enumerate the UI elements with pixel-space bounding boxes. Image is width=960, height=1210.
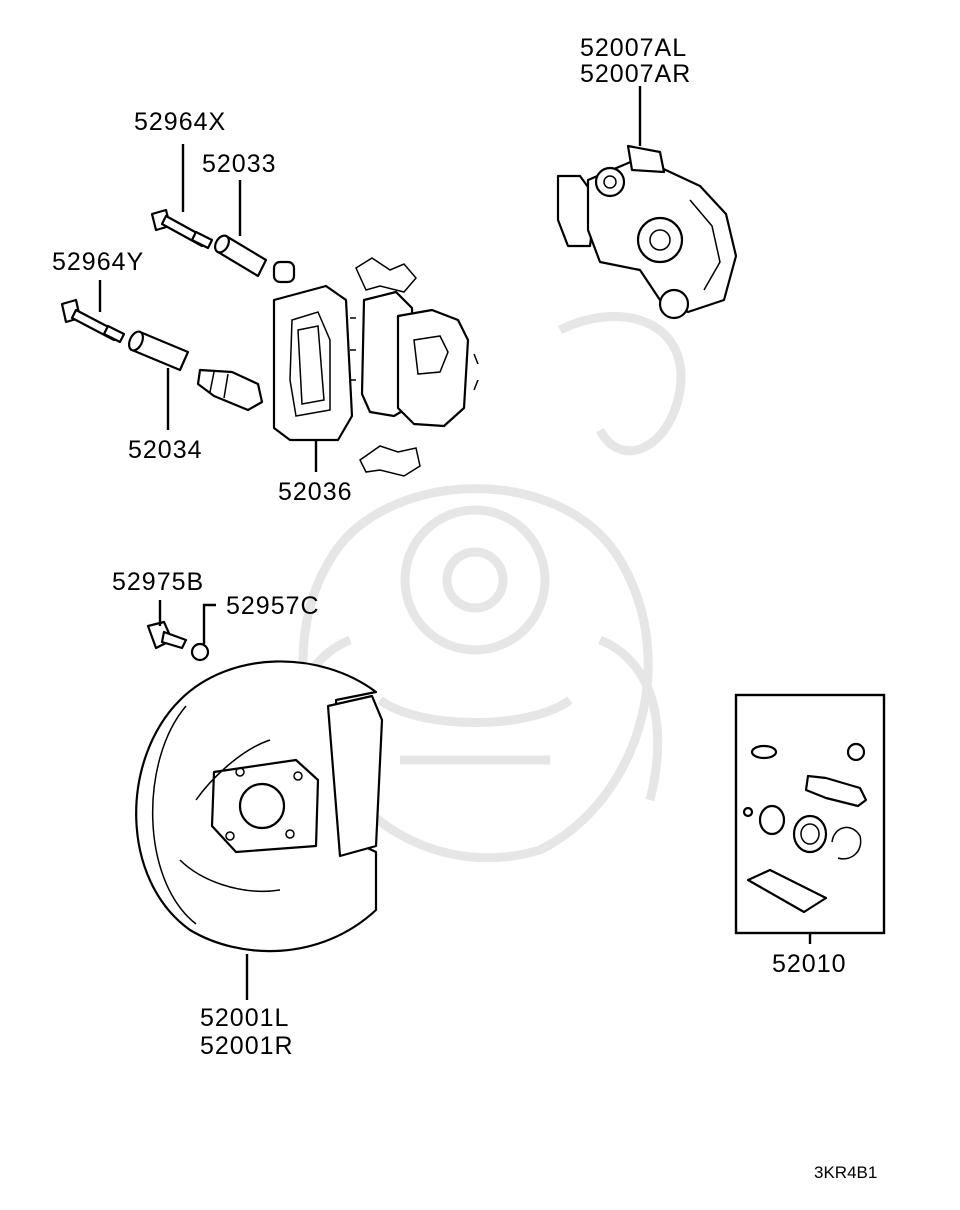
label-backing-plate-left: 52001L — [200, 1004, 289, 1032]
figure-reference-code: 3KR4B1 — [814, 1163, 877, 1182]
sleeve-upper-part — [214, 234, 268, 278]
guide-bolt-x-part — [150, 208, 214, 250]
label-seal-kit: 52010 — [772, 950, 847, 978]
backing-plate-part — [135, 660, 384, 953]
label-bleeder: 52975B — [112, 568, 204, 596]
label-backing-plate-right: 52001R — [200, 1032, 294, 1060]
bleeder-screw-part — [146, 620, 188, 650]
label-sleeve-upper: 52033 — [202, 150, 277, 178]
brake-pad-outer-part — [396, 308, 479, 428]
sleeve-lower-part — [128, 330, 190, 372]
boot-upper-part — [272, 260, 296, 284]
caliper-body-part — [556, 144, 738, 320]
pad-clip-lower-part — [359, 445, 421, 477]
guide-bolt-y-part — [60, 298, 126, 344]
caliper-support-part — [272, 284, 354, 442]
lower-boot-part — [196, 368, 264, 412]
label-guide-bolt-y: 52964Y — [52, 248, 144, 276]
label-sleeve-lower: 52034 — [128, 436, 203, 464]
pad-clip-upper-part — [355, 257, 417, 293]
label-pad-support: 52036 — [278, 478, 353, 506]
leader-lines — [98, 86, 812, 1000]
label-caliper-right: 52007AR — [580, 60, 691, 88]
bleeder-cap-part — [190, 642, 210, 662]
seal-kit-box — [734, 693, 886, 935]
label-bleeder-cap: 52957C — [226, 592, 320, 620]
label-guide-bolt-x: 52964X — [134, 108, 226, 136]
label-caliper-left: 52007AL — [580, 34, 687, 62]
